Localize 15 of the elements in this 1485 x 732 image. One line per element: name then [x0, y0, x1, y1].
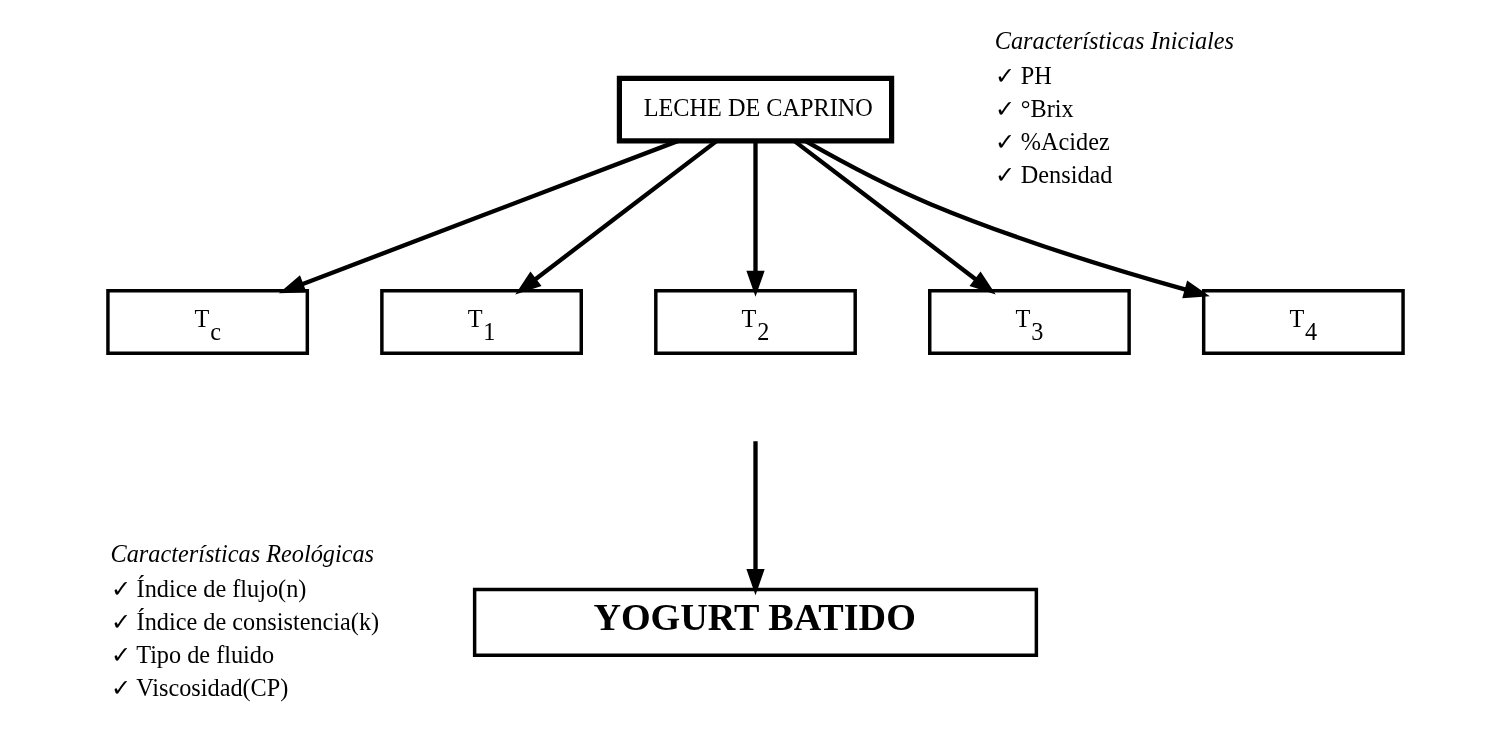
arrow — [278, 138, 679, 294]
label: Características Reológicas — [110, 540, 375, 568]
label: ✓ Viscosidad(CP) — [110, 673, 289, 701]
arrow — [746, 441, 765, 596]
label: Características Iniciales — [994, 27, 1235, 55]
arrow — [746, 140, 765, 297]
node-box: LECHE DE CAPRINO — [616, 75, 895, 144]
label: ✓ °Brix — [994, 94, 1074, 122]
label: ✓ Índice de consistencia(k) — [110, 607, 380, 635]
node-box: YOGURT BATIDO — [472, 587, 1039, 658]
label: ✓ Tipo de fluido — [110, 640, 275, 668]
label: ✓ Índice de flujo(n) — [110, 574, 307, 602]
label: ✓ Densidad — [994, 160, 1113, 188]
label: ✓ PH — [994, 61, 1052, 89]
label: ✓ %Acidez — [994, 127, 1110, 155]
